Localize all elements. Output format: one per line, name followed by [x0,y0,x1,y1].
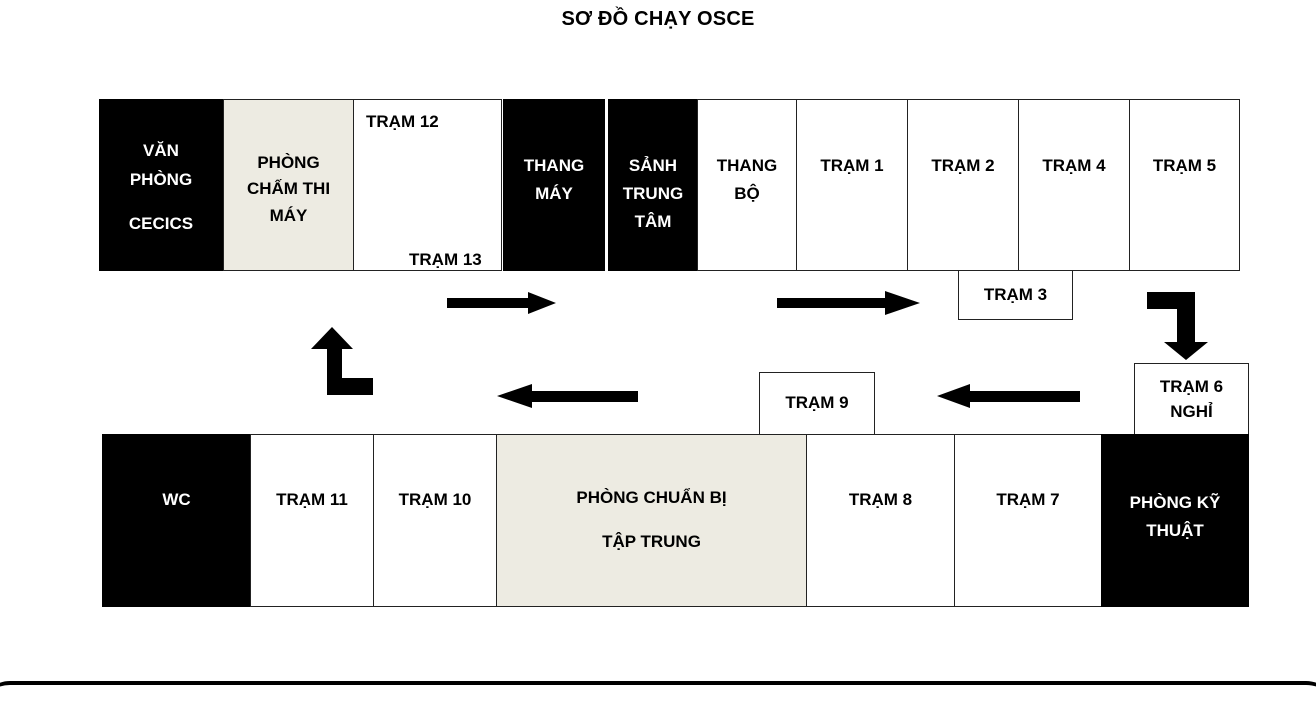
room-label: CHẤM THI [246,179,331,199]
room-label: THUẬT [1146,521,1204,541]
arrow-left-icon [497,384,638,408]
room-label: PHÒNG KỸ [1129,493,1221,512]
room-tram-4: TRẠM 4 [1018,99,1130,271]
room-phong-ky-thuat: PHÒNG KỸ THUẬT [1101,434,1249,607]
room-tram-2: TRẠM 2 [907,99,1019,271]
room-phong-cham-thi-may: PHÒNG CHẤM THI MÁY [223,99,354,271]
room-label: TRUNG [622,184,684,204]
room-tram-11: TRẠM 11 [250,434,374,607]
station-label: TRẠM 6 [1159,376,1224,396]
room-label: PHÒNG [257,153,320,172]
room-label: TẬP TRUNG [602,532,701,552]
arrow-turn-up-icon [311,327,373,395]
room-tram-10: TRẠM 10 [373,434,497,607]
room-tram-1: TRẠM 1 [796,99,908,271]
station-label: TRẠM 5 [1152,156,1217,175]
room-label: THANG [716,156,778,175]
station-label: TRẠM 3 [983,284,1048,304]
room-label: WC [162,490,191,510]
room-tram-6-nghi: TRẠM 6 NGHỈ [1134,363,1249,435]
station-label: TRẠM 11 [276,490,348,510]
station-label: TRẠM 7 [996,490,1060,510]
room-label: PHÒNG [129,169,193,189]
station-label: TRẠM 1 [820,156,884,175]
room-thang-bo: THANG BỘ [697,99,797,271]
room-tram-12-13: TRẠM 12 TRẠM 13 [353,99,502,271]
room-label: BỘ [734,184,760,204]
room-label: PHÒNG CHUẨN BỊ [576,488,727,507]
room-tram-9: TRẠM 9 [759,372,875,435]
station-label: TRẠM 2 [931,156,995,175]
room-label: CECICS [128,214,194,234]
station-label: TRẠM 4 [1042,156,1106,175]
arrow-right-icon [777,291,920,315]
arrow-left-icon [937,384,1080,408]
room-label: VĂN [143,140,179,160]
room-label: MÁY [535,184,573,204]
room-wc: WC [102,434,251,607]
room-label: TÂM [634,212,672,232]
station-label: TRẠM 9 [785,393,849,413]
station-label: TRẠM 8 [848,490,913,510]
room-van-phong-cecics: VĂN PHÒNG CECICS [99,99,223,271]
arrow-turn-down-icon [1147,292,1208,360]
room-tram-8: TRẠM 8 [806,434,955,607]
room-thang-may: THANG MÁY [503,99,605,271]
room-label: SẢNH [628,156,678,175]
room-label: THANG [523,156,585,175]
station-12-label: TRẠM 12 [366,112,439,131]
room-tram-5: TRẠM 5 [1129,99,1240,271]
station-13-label: TRẠM 13 [409,250,482,269]
page-edge-curve [0,681,1316,725]
arrow-right-icon [447,292,556,314]
station-label: NGHỈ [1170,402,1213,421]
room-tram-3: TRẠM 3 [958,270,1073,320]
room-tram-7: TRẠM 7 [954,434,1102,607]
room-sanh-trung-tam: SẢNH TRUNG TÂM [608,99,698,271]
room-phong-chuan-bi-tap-trung: PHÒNG CHUẨN BỊ TẬP TRUNG [496,434,807,607]
room-label: MÁY [269,205,308,225]
station-label: TRẠM 10 [398,490,472,510]
diagram-title: SƠ ĐỒ CHẠY OSCE [561,8,755,30]
